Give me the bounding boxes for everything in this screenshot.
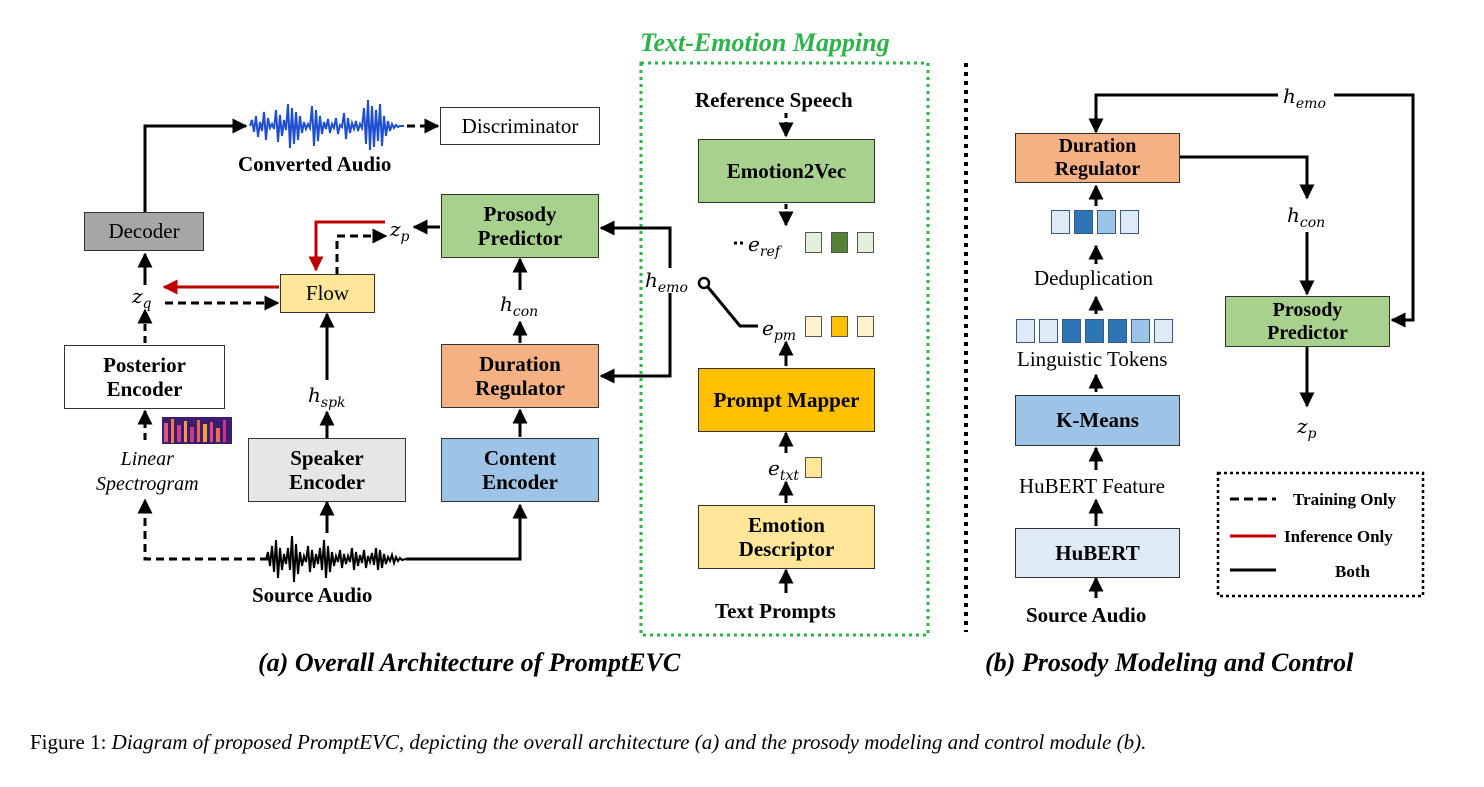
reference-speech-label: Reference Speech	[695, 88, 853, 112]
panel-a-connectors	[137, 118, 672, 561]
legend-frame	[1216, 471, 1425, 598]
linear-spectrogram-label: Linear Spectrogram	[96, 448, 199, 495]
linguistic-token-cell	[1131, 319, 1150, 343]
speaker-encoder-box: Speaker Encoder	[248, 438, 406, 502]
duration-regulator-box-a: Duration Regulator	[441, 344, 599, 408]
hubert-box: HuBERT	[1015, 528, 1180, 578]
dedup-token-cell	[1120, 210, 1139, 234]
dedup-token-cell	[1051, 210, 1070, 234]
emotion2vec-box: Emotion2Vec	[698, 139, 875, 203]
caption-prefix: Figure 1:	[30, 730, 112, 754]
dedup-token-cell	[1097, 210, 1116, 234]
prosody-predictor-box-b: Prosody Predictor	[1225, 296, 1390, 347]
eref-vector-cell	[857, 232, 874, 253]
prosody-predictor-box-a: Prosody Predictor	[441, 194, 599, 258]
emotion-descriptor-box: Emotion Descriptor	[698, 505, 875, 569]
dedup-token-cell	[1074, 210, 1093, 234]
hubert-feature-label: HuBERT Feature	[1019, 474, 1165, 498]
epm-vector-cell	[805, 316, 822, 337]
legend-both: Both	[1335, 562, 1370, 581]
panel-b-title: (b) Prosody Modeling and Control	[985, 648, 1354, 677]
text-emotion-mapping-title: Text-Emotion Mapping	[640, 28, 890, 57]
decoder-box: Decoder	[84, 212, 204, 251]
linguistic-token-cell	[1039, 319, 1058, 343]
zq-symbol: zq	[132, 284, 152, 312]
linguistic-token-cell	[1016, 319, 1035, 343]
epm-symbol: epm	[762, 316, 797, 344]
source-audio-label-b: Source Audio	[1026, 603, 1147, 627]
source-audio-label-a: Source Audio	[252, 583, 373, 607]
epm-vector-cell	[857, 316, 874, 337]
prompt-mapper-box: Prompt Mapper	[698, 368, 875, 432]
hemo-symbol-b: hemo	[1283, 84, 1326, 112]
linguistic-token-cell	[1062, 319, 1081, 343]
legend-training-only: Training Only	[1293, 490, 1397, 509]
legend-inference-only: Inference Only	[1284, 527, 1393, 546]
linguistic-token-cell	[1108, 319, 1127, 343]
text-emotion-mapping-frame	[639, 61, 930, 637]
panel-a-inference-connectors	[162, 220, 385, 295]
hemo-switch-terminal	[697, 276, 711, 290]
discriminator-box: Discriminator	[440, 107, 600, 145]
text-prompts-label: Text Prompts	[715, 599, 836, 623]
deduplication-label: Deduplication	[1034, 266, 1153, 290]
linguistic-token-cell	[1085, 319, 1104, 343]
etxt-vector-cell	[805, 457, 822, 478]
source-audio-waveform	[265, 535, 407, 583]
etxt-symbol: etxt	[768, 456, 799, 484]
hcon-symbol-b: hcon	[1287, 203, 1326, 231]
panel-b-connectors	[1088, 93, 1415, 598]
eref-vector-cell	[805, 232, 822, 253]
hemo-symbol-a: hemo	[645, 268, 688, 296]
hspk-symbol: hspk	[308, 383, 346, 411]
duration-regulator-box-b: Duration Regulator	[1015, 133, 1180, 183]
linguistic-token-cell	[1154, 319, 1173, 343]
posterior-encoder-box: Posterior Encoder	[64, 345, 225, 409]
panel-a-title: (a) Overall Architecture of PromptEVC	[258, 648, 681, 677]
eref-vector-cell	[831, 232, 848, 253]
epm-vector-cell	[831, 316, 848, 337]
spectrogram-image	[162, 417, 232, 444]
converted-audio-label: Converted Audio	[238, 152, 392, 176]
tem-connectors	[705, 113, 794, 593]
zp-symbol-a: zp	[390, 217, 410, 245]
zp-symbol-b: zp	[1297, 414, 1317, 442]
hcon-symbol-a: hcon	[500, 292, 539, 320]
figure-caption: Figure 1: Diagram of proposed PromptEVC,…	[30, 730, 1146, 755]
converted-audio-waveform	[249, 99, 404, 151]
kmeans-box: K-Means	[1015, 395, 1180, 446]
linguistic-tokens-label: Linguistic Tokens	[1017, 347, 1168, 371]
flow-box: Flow	[280, 274, 375, 313]
caption-text: Diagram of proposed PromptEVC, depicting…	[111, 730, 1147, 754]
eref-symbol: eref	[748, 232, 781, 260]
content-encoder-box: Content Encoder	[441, 438, 599, 502]
